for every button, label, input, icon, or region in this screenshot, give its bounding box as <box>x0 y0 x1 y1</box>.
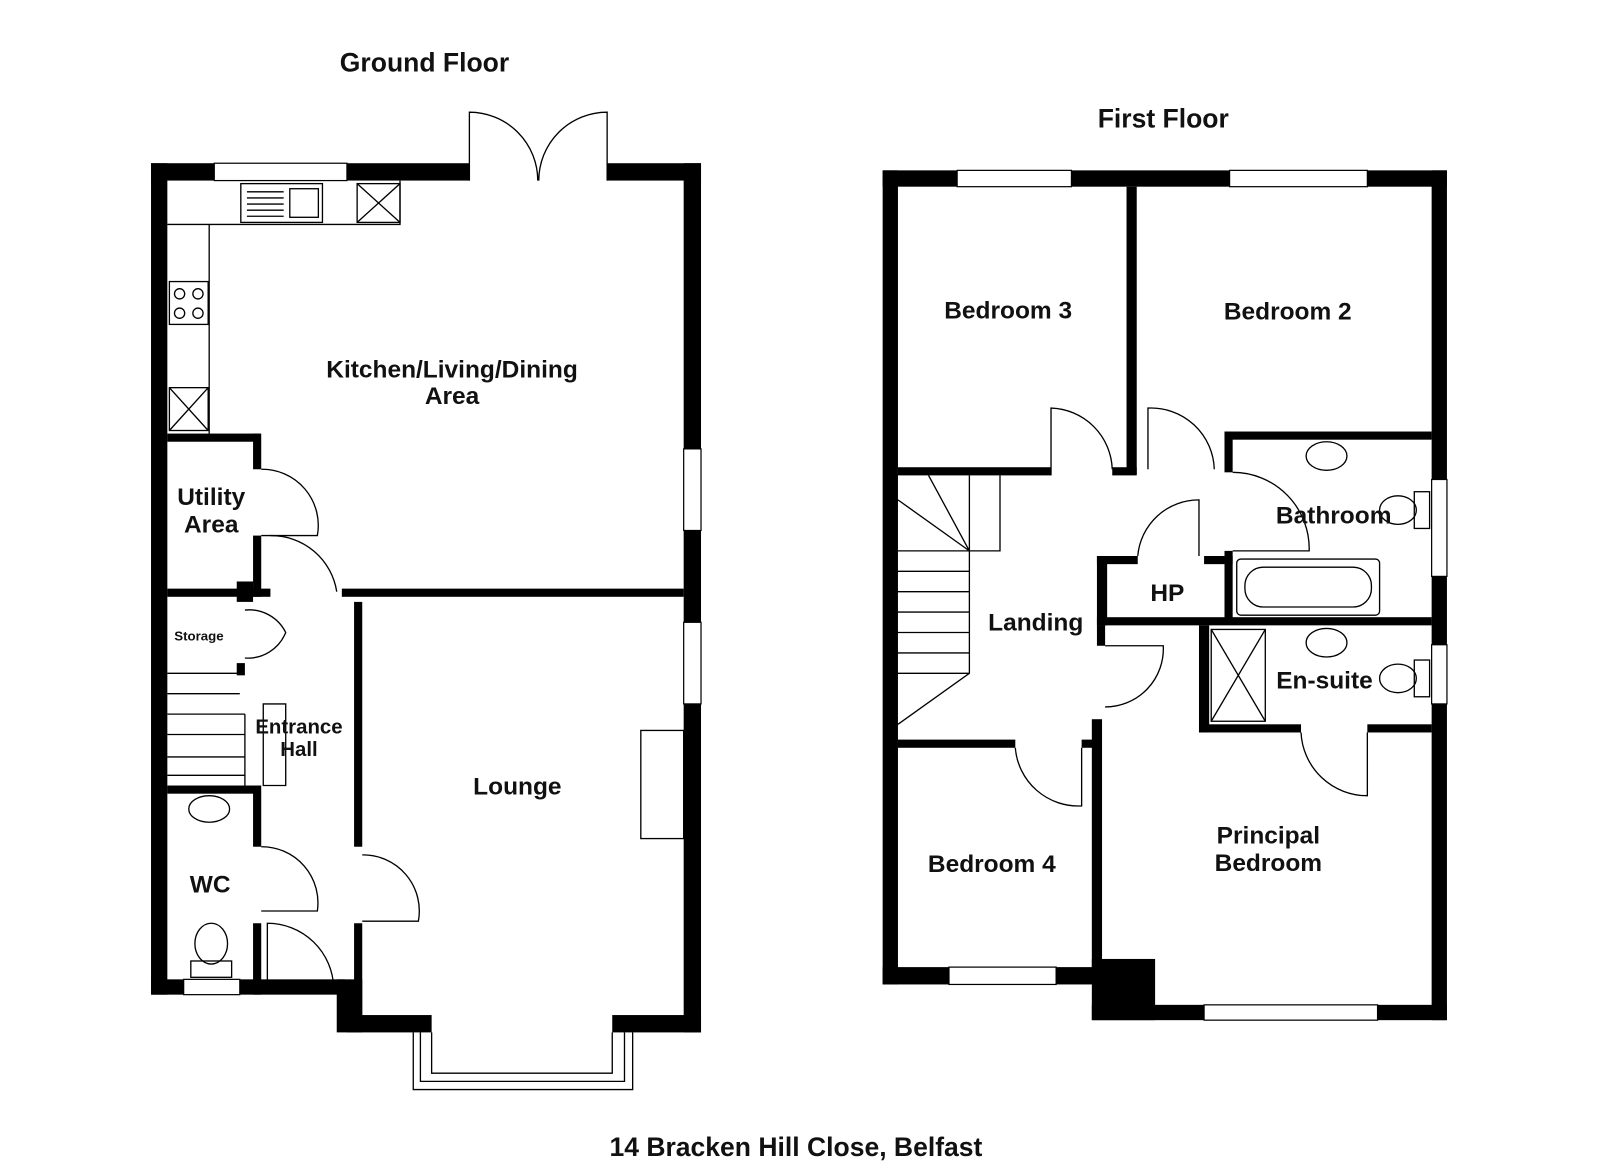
address-caption: 14 Bracken Hill Close, Belfast <box>609 1132 982 1162</box>
basin-icon <box>1305 441 1348 471</box>
door <box>270 534 338 592</box>
room-label-landing: Landing <box>988 609 1083 636</box>
window <box>183 978 241 996</box>
door <box>1300 732 1369 797</box>
room-label-principal-2: Bedroom <box>1215 850 1322 877</box>
toilet-icon <box>1378 663 1417 694</box>
room-label-bedroom-2: Bedroom 2 <box>1224 298 1352 325</box>
room-label-utility-2: Area <box>184 512 239 539</box>
window <box>1431 478 1448 578</box>
sink-icon <box>240 182 324 224</box>
room-label-bathroom: Bathroom <box>1276 502 1392 529</box>
room-label-kitchen: Kitchen/Living/Dining <box>326 356 578 383</box>
window <box>213 162 348 182</box>
door <box>1105 645 1164 708</box>
room-label-kitchen-2: Area <box>425 383 480 410</box>
basin-icon <box>188 795 231 823</box>
ground-floor-plan: Kitchen/Living/Dining Area Utility Area … <box>151 111 702 1091</box>
fireplace <box>640 729 685 840</box>
door <box>1147 407 1215 470</box>
door <box>1232 471 1310 552</box>
first-floor-heading: First Floor <box>1098 104 1229 134</box>
toilet-icon <box>1378 495 1417 526</box>
french-doors <box>468 111 608 181</box>
door <box>261 846 319 912</box>
door <box>1050 407 1113 476</box>
ground-floor-heading: Ground Floor <box>340 47 509 77</box>
room-label-lounge: Lounge <box>473 774 561 801</box>
window <box>1431 644 1448 705</box>
room-label-storage: Storage <box>174 629 223 644</box>
window <box>948 966 1057 986</box>
room-label-entrance-2: Hall <box>280 739 317 761</box>
door <box>362 854 420 922</box>
basin-icon <box>1305 627 1348 658</box>
hob-icon <box>168 280 209 326</box>
window <box>1228 169 1368 188</box>
room-label-bedroom-4: Bedroom 4 <box>928 851 1056 878</box>
bath-icon <box>1236 558 1381 616</box>
toilet-icon <box>194 922 229 965</box>
room-label-principal: Principal <box>1217 823 1320 850</box>
door <box>261 468 319 537</box>
room-label-entrance: Entrance <box>255 716 342 738</box>
kitchen-worktop <box>167 180 401 434</box>
staircase <box>167 672 287 787</box>
staircase <box>897 475 1001 725</box>
first-floor-plan: Bedroom 3 Bedroom 2 Bathroom HP Landing … <box>882 169 1448 1021</box>
door <box>1014 747 1083 807</box>
room-label-utility: Utility <box>177 484 245 511</box>
door <box>266 922 335 989</box>
room-label-bedroom-3: Bedroom 3 <box>944 297 1072 324</box>
window <box>683 448 702 532</box>
window <box>683 621 702 705</box>
window <box>1203 1004 1379 1021</box>
window <box>956 169 1073 188</box>
appliance-icon <box>356 182 401 224</box>
room-label-wc: WC <box>190 872 231 899</box>
shower-icon <box>1210 628 1266 722</box>
bay-window <box>412 1032 634 1091</box>
door <box>1137 499 1200 557</box>
room-label-ensuite: En-suite <box>1276 668 1373 695</box>
door <box>244 609 287 659</box>
room-label-hp: HP <box>1150 580 1184 607</box>
